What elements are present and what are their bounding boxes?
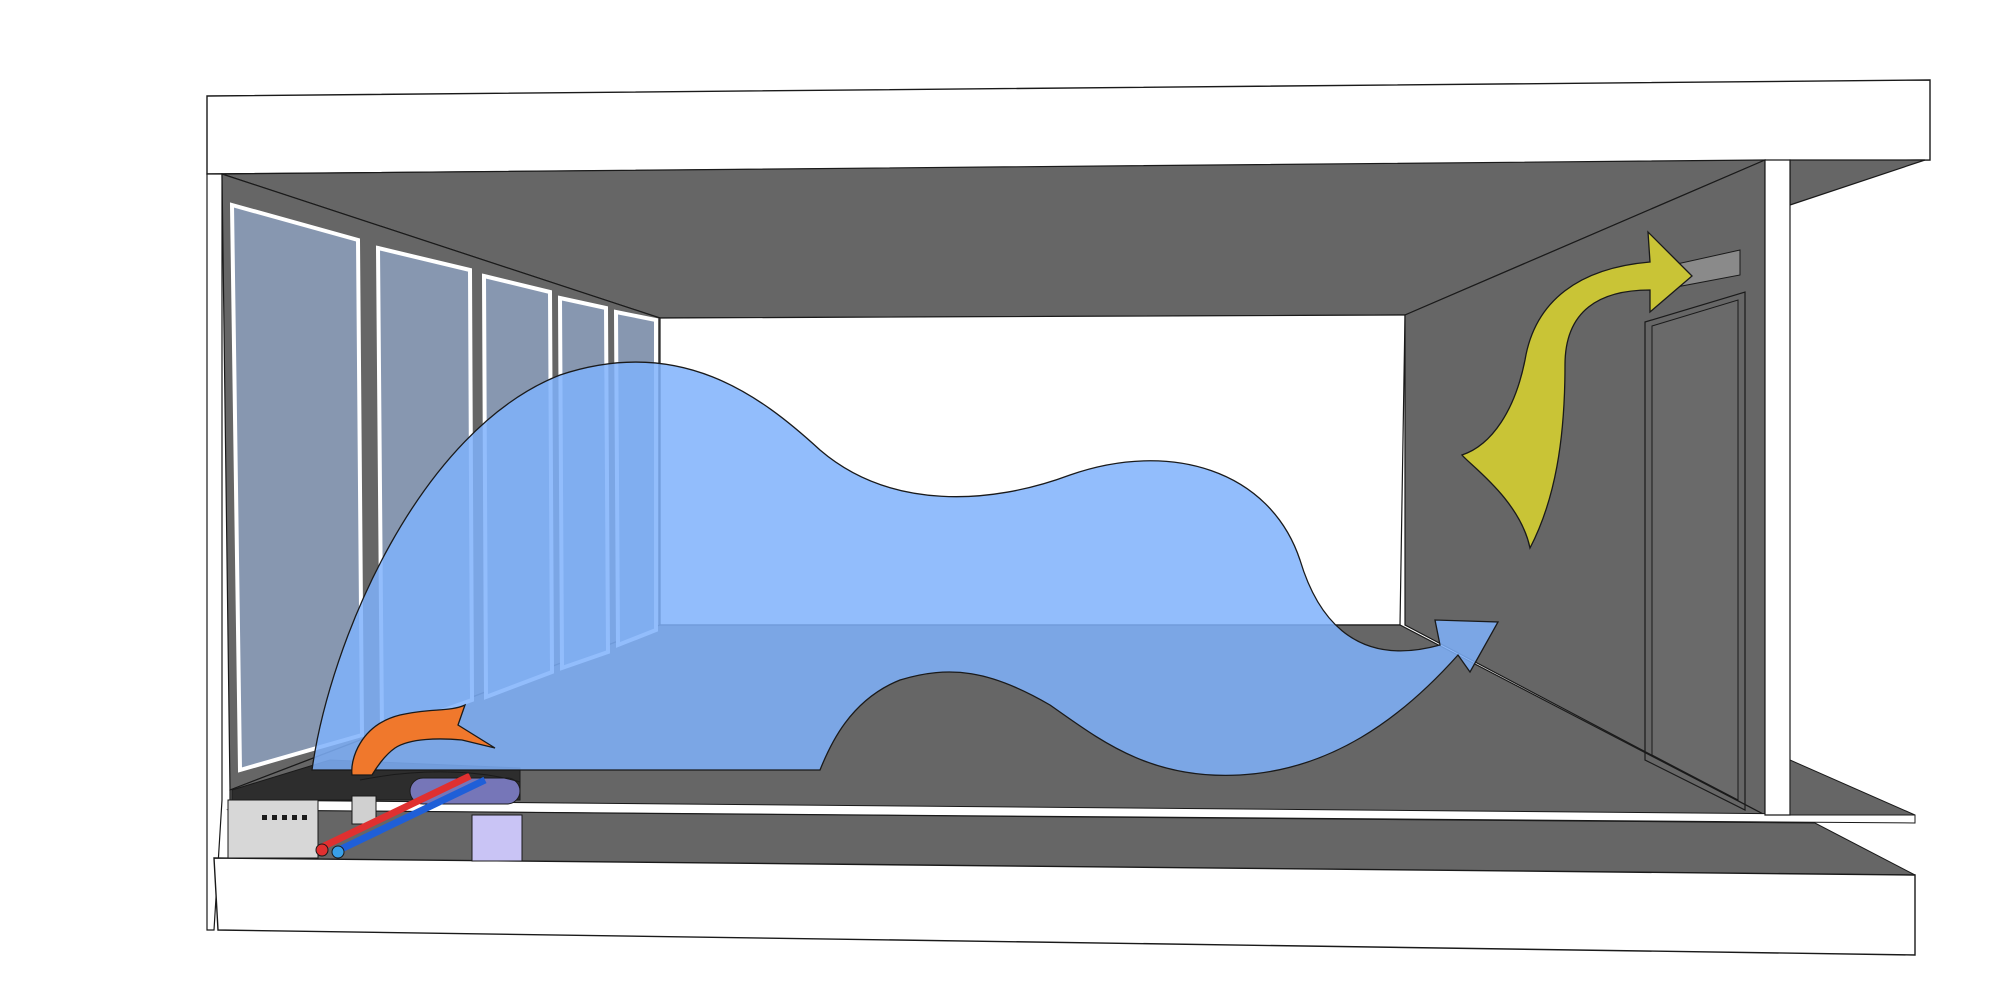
main-airflow-arrow <box>311 361 1500 777</box>
door-leaf <box>1651 299 1739 801</box>
warm-air-arrow <box>351 703 521 783</box>
orange-warm-air-arrow <box>351 703 496 776</box>
pipe-cold <box>333 776 487 856</box>
yellow-exhaust-arrow <box>1460 230 1693 550</box>
left-outer-wall <box>206 173 223 931</box>
warm-air-return-loop <box>359 771 521 783</box>
door-assembly <box>1644 249 1746 811</box>
blue-airflow-arrow <box>311 361 1500 777</box>
pipe-hot <box>318 772 472 852</box>
pipe-end-hot <box>315 843 329 857</box>
supply-duct-box <box>471 814 523 862</box>
unit-vent-dots <box>262 815 307 820</box>
door-frame <box>1644 291 1746 811</box>
exhaust-airflow-arrow <box>1460 230 1693 550</box>
bottom-slab <box>213 857 1916 956</box>
pipe-end-cold <box>331 845 345 859</box>
ceiling-slab <box>206 79 1931 175</box>
floor-ventilation-unit <box>227 799 319 859</box>
structural-column <box>1764 159 1791 816</box>
overhang-ceiling <box>1789 159 1926 206</box>
terrace-floor <box>1789 759 1916 816</box>
